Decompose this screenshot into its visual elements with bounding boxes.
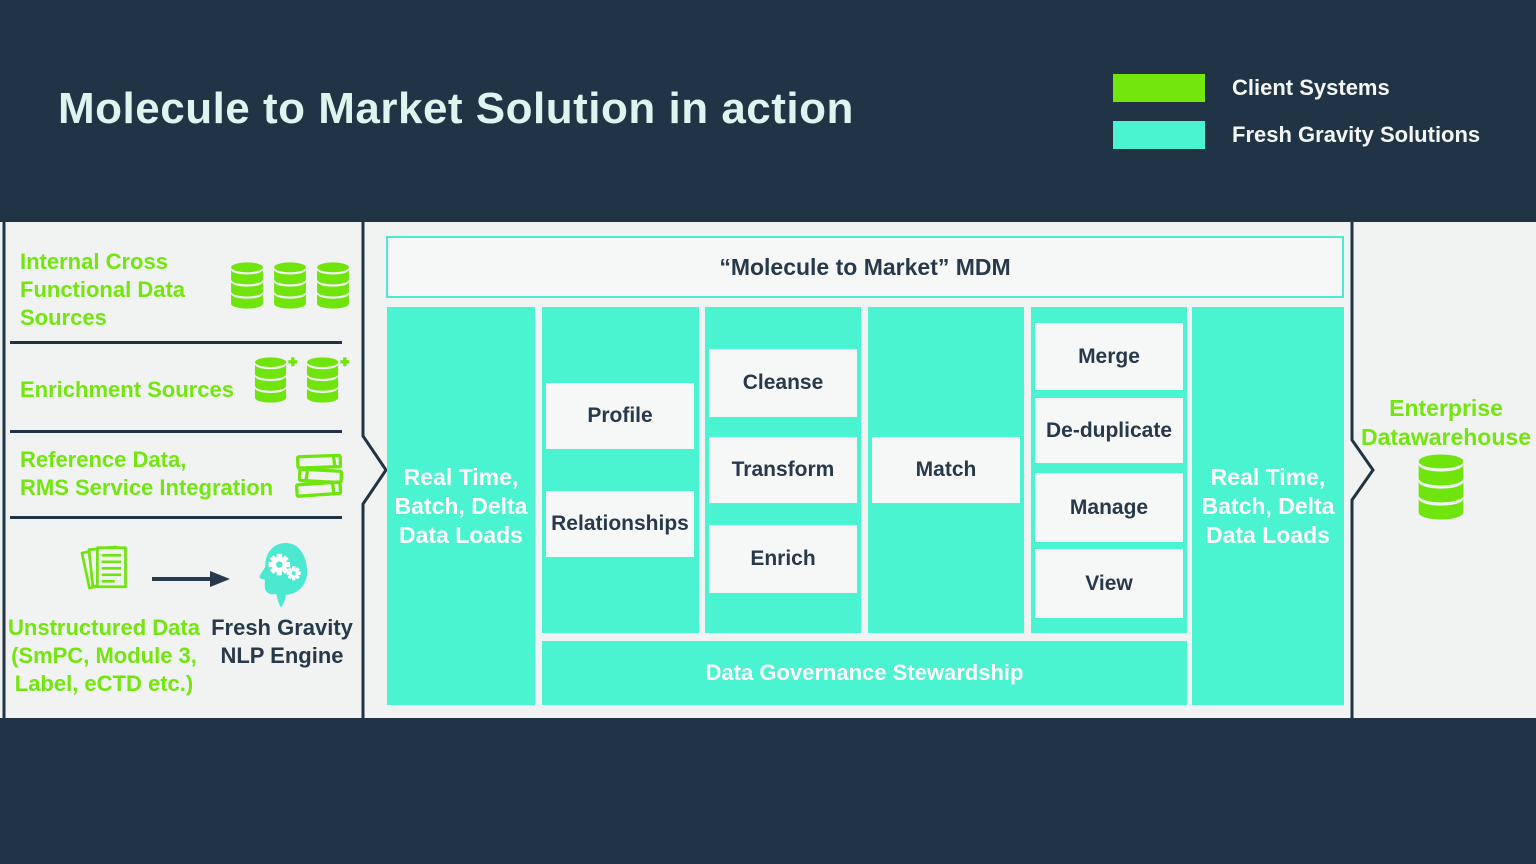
left-pipeline-block: Real Time, Batch, Delta Data Loads bbox=[387, 307, 535, 705]
right-pipeline-block: Real Time, Batch, Delta Data Loads bbox=[1192, 307, 1344, 705]
cleanse-box: Cleanse bbox=[709, 349, 857, 417]
left-panel-arrow-border bbox=[361, 222, 388, 718]
manage-box: Manage bbox=[1035, 473, 1183, 542]
database-plus-icon bbox=[252, 354, 350, 406]
enrich-box: Enrich bbox=[709, 525, 857, 593]
legend-label-client-systems: Client Systems bbox=[1232, 75, 1390, 100]
reference-data-label: Reference Data, RMS Service Integration bbox=[20, 447, 274, 500]
arrow-icon bbox=[152, 571, 230, 587]
nlp-engine-label: Fresh Gravity NLP Engine bbox=[211, 615, 353, 668]
relationships-box: Relationships bbox=[546, 491, 694, 557]
data-governance-bar: Data Governance Stewardship bbox=[542, 641, 1187, 705]
panel-borders bbox=[2, 222, 1375, 718]
enrichment-sources-label: Enrichment Sources bbox=[20, 377, 234, 402]
divider bbox=[10, 341, 342, 344]
deduplicate-box: De-duplicate bbox=[1035, 398, 1183, 463]
internal-data-sources-label: Internal Cross Functional Data Sources bbox=[20, 249, 186, 330]
legend-swatch-client-systems bbox=[1113, 74, 1205, 102]
mdm-title-box: “Molecule to Market” MDM bbox=[386, 236, 1344, 298]
bottom-band bbox=[0, 718, 1536, 864]
database-icon bbox=[1414, 454, 1468, 520]
view-box: View bbox=[1035, 549, 1183, 618]
mdm-title: “Molecule to Market” MDM bbox=[719, 253, 1011, 280]
nlp-head-icon bbox=[252, 538, 310, 612]
legend-label-fresh-gravity: Fresh Gravity Solutions bbox=[1232, 122, 1481, 147]
match-box: Match bbox=[872, 437, 1020, 503]
profile-column bbox=[542, 307, 699, 633]
merge-box: Merge bbox=[1035, 323, 1183, 390]
enterprise-datawarehouse-label: Enterprise Datawarehouse bbox=[1360, 395, 1531, 450]
transform-box: Transform bbox=[709, 437, 857, 503]
documents-icon bbox=[80, 540, 132, 602]
legend-swatch-fresh-gravity bbox=[1113, 121, 1205, 149]
profile-box: Profile bbox=[546, 383, 694, 449]
mdm-arrow-border bbox=[1350, 222, 1375, 718]
diagram-band: Internal Cross Functional Data Sources E… bbox=[0, 222, 1536, 718]
divider bbox=[10, 430, 342, 433]
database-stack-icon bbox=[228, 262, 352, 309]
page-title: Molecule to Market Solution in action bbox=[58, 84, 854, 133]
divider bbox=[10, 516, 342, 519]
unstructured-data-label: Unstructured Data (SmPC, Module 3, Label… bbox=[8, 615, 200, 696]
books-icon bbox=[294, 448, 346, 500]
